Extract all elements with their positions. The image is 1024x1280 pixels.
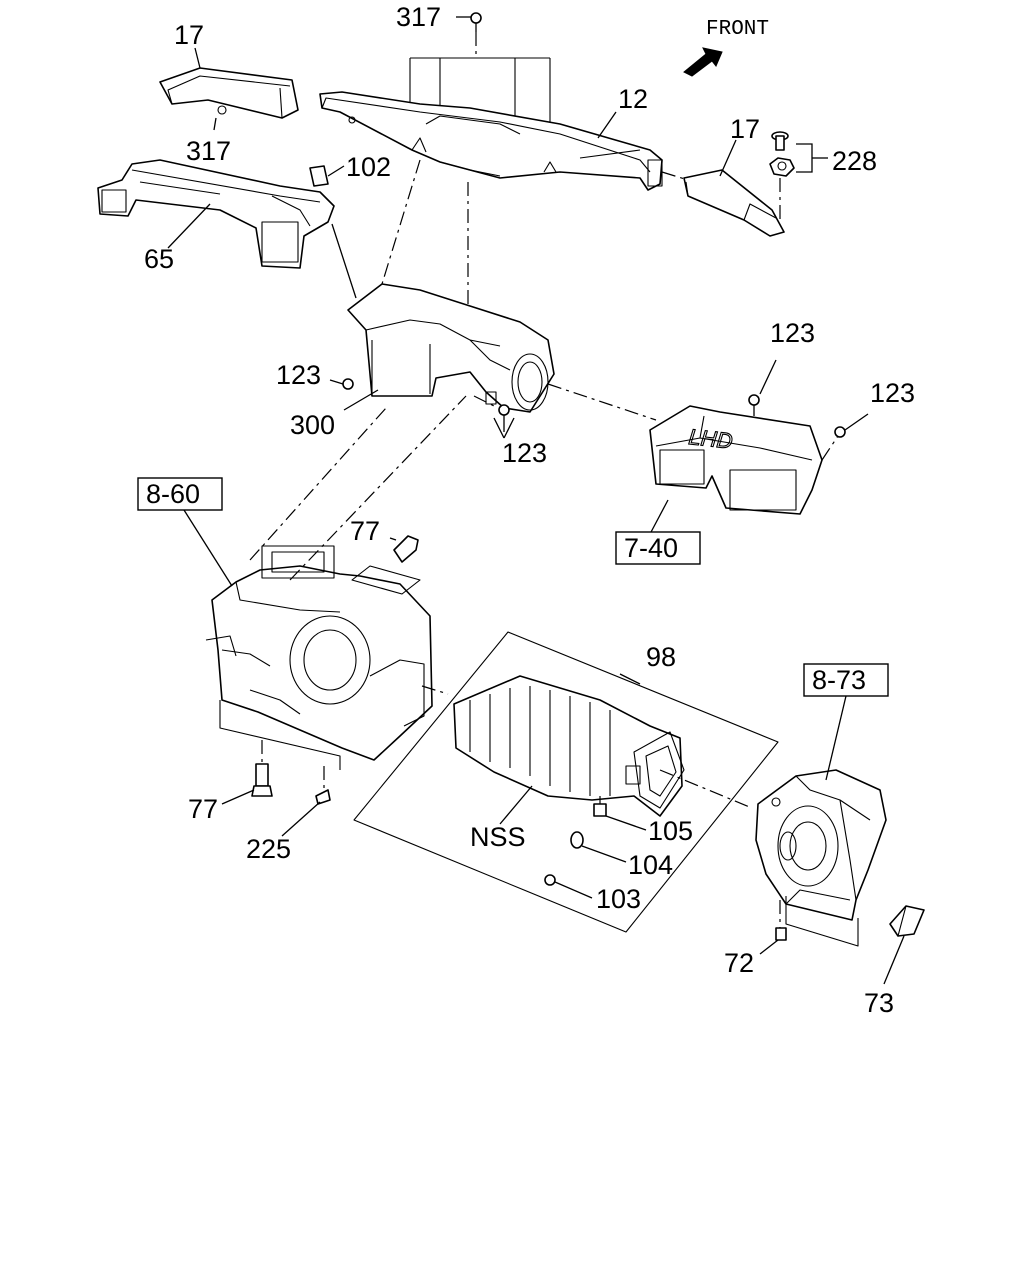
part-nss-bellows-duct [453,675,685,817]
callout-box-7-40 [615,531,701,565]
callout-72: 72 [724,948,754,978]
callout-123-d: 123 [870,378,915,408]
callout-8-73: 8-73 [812,665,866,695]
callout-nss: NSS [470,822,526,852]
callout-77-bottom: 77 [188,794,218,824]
part-65-duct [97,159,335,269]
grommet-104 [570,831,584,849]
part-8-60-heater-unit [205,545,433,761]
callout-225: 225 [246,834,291,864]
part-300-junction-duct [347,283,555,413]
bolt-72 [775,927,787,941]
callout-8-60: 8-60 [146,479,200,509]
front-indicator: FRONT [683,18,769,77]
callout-228: 228 [832,146,877,176]
callout-123-a: 123 [276,360,321,390]
front-arrow-icon [683,47,723,77]
part-228-screw-nut [769,131,795,222]
part-102-clip [309,165,329,187]
part-8-73-blower-unit [755,769,887,921]
callout-102: 102 [346,152,391,182]
callout-123-c: 123 [770,318,815,348]
callout-12: 12 [618,84,648,114]
fastener-123-d [834,426,846,438]
part-98-group-outline [353,631,779,933]
callout-123-b: 123 [502,438,547,468]
callout-98: 98 [646,642,676,672]
callout-105: 105 [648,816,693,846]
callout-300: 300 [290,410,335,440]
part-12-center-duct [319,91,663,191]
callout-73: 73 [864,988,894,1018]
callout-317-left: 317 [186,136,231,166]
fastener-123-c [748,394,760,416]
fastener-123-a [342,378,354,390]
callout-317-top: 317 [396,2,441,32]
callout-box-8-73 [803,663,889,697]
screw-317-top [456,12,482,32]
clip-225 [315,766,331,805]
bracket-lines-top [409,32,551,170]
callout-77-top: 77 [350,516,380,546]
clip-105 [593,796,607,817]
pin-103 [544,874,556,886]
fastener-123-b [498,404,510,432]
callout-103: 103 [596,884,641,914]
callout-box-8-60 [137,477,223,511]
callout-17-right: 17 [730,114,760,144]
part-17-left-duct [159,67,299,119]
front-label: FRONT [706,18,769,41]
lhd-embossed-mark: LHD [687,424,733,453]
bolt-77-top [389,535,419,563]
bracket-73 [889,905,925,937]
callout-65: 65 [144,244,174,274]
callout-104: 104 [628,850,673,880]
bolt-77-bottom [251,740,273,797]
callout-17-left: 17 [174,20,204,50]
callout-7-40: 7-40 [624,533,678,563]
part-17-right-duct [683,169,785,237]
part-7-40-duct: LHD [649,405,823,515]
